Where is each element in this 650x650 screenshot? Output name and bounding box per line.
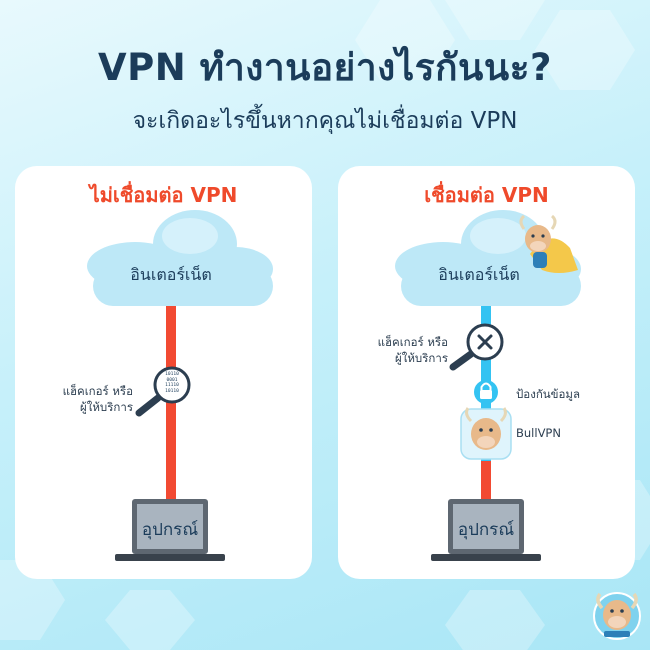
- block-x-icon: [477, 334, 493, 350]
- vpn-diagram: [395, 210, 581, 561]
- binary-data: 10110 0001 11110 10110: [165, 372, 179, 394]
- panel-heading-no-vpn: ไม่เชื่อมต่อ VPN: [89, 183, 238, 207]
- magnifier-icon: [449, 323, 504, 371]
- panel-with-vpn: เชื่อมต่อ VPN: [338, 166, 635, 579]
- hacker-label-left: แฮ็คเกอร์ หรือ ผู้ให้บริการ: [62, 384, 133, 414]
- panel-heading-with-vpn: เชื่อมต่อ VPN: [424, 183, 549, 207]
- bullvpn-label: BullVPN: [516, 426, 561, 440]
- bull-vpn-badge-icon: [460, 407, 512, 460]
- no-vpn-diagram: [87, 210, 273, 561]
- device-label-right: อุปกรณ์: [457, 520, 515, 540]
- page-subtitle: จะเกิดอะไรขึ้นหากคุณไม่เชื่อมต่อ VPN: [132, 108, 518, 134]
- cloud-label-left: อินเตอร์เน็ต: [130, 265, 212, 284]
- lock-icon: [474, 380, 498, 404]
- cloud-label-right: อินเตอร์เน็ต: [438, 265, 520, 284]
- hacker-label-right: แฮ็คเกอร์ หรือ ผู้ให้บริการ: [377, 335, 448, 365]
- magnifier-icon: [135, 366, 191, 417]
- panel-no-vpn: ไม่เชื่อมต่อ VPN อินเตอร์เน็ต 10110 0001: [15, 166, 312, 579]
- device-label-left: อุปกรณ์: [141, 520, 199, 540]
- laptop-icon: [115, 499, 225, 561]
- device-connection-line: [481, 456, 491, 501]
- protect-data-label: ป้องกันข้อมูล: [516, 387, 581, 401]
- bullvpn-logo-icon: [593, 592, 641, 640]
- cloud-icon: [87, 210, 273, 306]
- page-title: VPN ทำงานอย่างไรกันนะ?: [98, 46, 552, 89]
- laptop-icon: [431, 499, 541, 561]
- bull-mascot-icon: [519, 214, 578, 273]
- unprotected-connection-line: [166, 306, 176, 501]
